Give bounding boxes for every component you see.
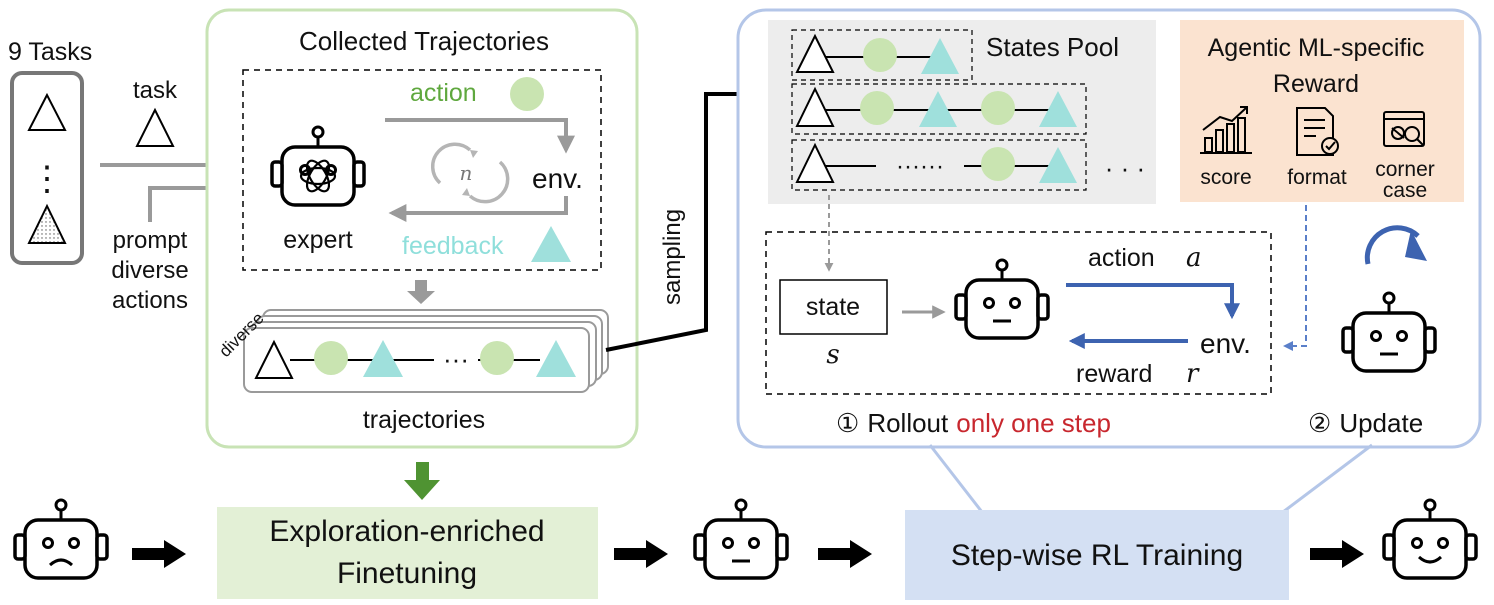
sad-robot-icon bbox=[13, 498, 109, 580]
n-loop-icon bbox=[430, 142, 510, 204]
finetuning-stage-line2: Finetuning bbox=[337, 557, 477, 590]
finetuning-stage-line1: Exploration-enriched bbox=[269, 515, 544, 548]
score-label: score bbox=[1200, 166, 1251, 189]
rollout-action-label: action bbox=[1088, 244, 1155, 272]
expert-label: expert bbox=[283, 226, 353, 254]
trajectory-ellipsis: ··· bbox=[443, 344, 469, 374]
trajectory-sequence bbox=[254, 339, 576, 379]
pipeline-arrow-1 bbox=[132, 540, 186, 568]
pipeline-arrow-3 bbox=[818, 540, 872, 568]
rollout-step-number: ① bbox=[836, 408, 859, 438]
rollout-reward-symbol: r bbox=[1186, 359, 1200, 389]
down-to-trajectories-arrow bbox=[407, 280, 435, 304]
rl-connector-right bbox=[1282, 443, 1373, 514]
finetune-down-arrow bbox=[404, 462, 440, 500]
rollout-action-arrow bbox=[1066, 283, 1240, 320]
states-pool-more-dots: · · · bbox=[1105, 153, 1145, 183]
prompt-label-3: actions bbox=[112, 287, 188, 314]
feedback-label: feedback bbox=[402, 232, 504, 260]
update-number: ② bbox=[1308, 408, 1331, 438]
task-input-triangle bbox=[135, 107, 175, 147]
prompt-label-2: diverse bbox=[111, 257, 188, 284]
prompt-label-1: prompt bbox=[113, 227, 188, 254]
action-circle bbox=[510, 77, 544, 111]
tasks-box bbox=[10, 71, 84, 265]
env-label: env. bbox=[532, 163, 583, 194]
collected-trajectories-title: Collected Trajectories bbox=[299, 26, 549, 56]
format-document-icon bbox=[1296, 107, 1339, 156]
feedback-arrow bbox=[388, 196, 568, 222]
neutral-robot-icon bbox=[693, 498, 789, 580]
reward-to-env-dashed-arrow bbox=[1283, 205, 1307, 351]
action-arrow bbox=[385, 118, 575, 154]
rollout-caption-prefix: Rollout bbox=[867, 408, 949, 438]
rollout-box bbox=[765, 231, 1272, 395]
action-label: action bbox=[410, 79, 477, 107]
rl-training-stage-label: Step-wise RL Training bbox=[951, 539, 1243, 572]
reward-title-1: Agentic ML-specific bbox=[1208, 34, 1425, 62]
rl-connector-left bbox=[928, 444, 984, 513]
state-box bbox=[779, 279, 888, 335]
score-chart-icon bbox=[1200, 106, 1252, 154]
corner-case-bug-icon bbox=[1383, 111, 1425, 147]
rollout-action-symbol: a bbox=[1186, 243, 1202, 273]
tasks-ellipsis: ⋮ bbox=[30, 160, 64, 198]
state-row-3-dots: ······ bbox=[896, 153, 944, 180]
sampling-label: sampling bbox=[659, 209, 686, 305]
state-row-3 bbox=[791, 139, 1087, 191]
pipeline-arrow-4 bbox=[1310, 540, 1364, 568]
state-symbol: s bbox=[826, 340, 839, 370]
update-robot-icon bbox=[1341, 291, 1437, 373]
rollout-env-label: env. bbox=[1200, 328, 1251, 359]
loop-count-label: n bbox=[460, 161, 473, 185]
state-row-2 bbox=[791, 83, 1087, 135]
expert-loop-box bbox=[242, 69, 602, 271]
update-caption: ② Update bbox=[1308, 408, 1423, 438]
feedback-triangle bbox=[531, 226, 571, 262]
reward-title-2: Reward bbox=[1273, 70, 1359, 98]
pipeline-arrow-2 bbox=[614, 540, 668, 568]
sampling-arrow bbox=[605, 86, 767, 352]
tasks-title: 9 Tasks bbox=[8, 38, 92, 66]
task-input-label: task bbox=[133, 77, 178, 104]
rollout-agent-robot-icon bbox=[954, 258, 1050, 340]
rl-training-stage-box bbox=[905, 510, 1289, 600]
update-rotate-icon bbox=[1364, 225, 1427, 265]
task-triangle-bottom bbox=[27, 203, 67, 244]
finetuning-stage-box bbox=[217, 507, 598, 599]
trajectories-label: trajectories bbox=[363, 406, 485, 434]
task-triangle-top bbox=[27, 92, 67, 131]
state-row-1 bbox=[791, 29, 973, 81]
states-pool-title: States Pool bbox=[986, 32, 1119, 62]
expert-robot-icon bbox=[270, 125, 366, 207]
rollout-reward-label: reward bbox=[1076, 360, 1152, 388]
state-label: state bbox=[806, 293, 860, 321]
format-label: format bbox=[1287, 166, 1347, 189]
rollout-caption-highlight: only one step bbox=[956, 408, 1111, 438]
corner-case-label-2: case bbox=[1383, 179, 1427, 202]
update-label: Update bbox=[1339, 408, 1423, 438]
happy-robot-icon bbox=[1382, 498, 1478, 580]
corner-case-label-1: corner bbox=[1375, 158, 1435, 181]
